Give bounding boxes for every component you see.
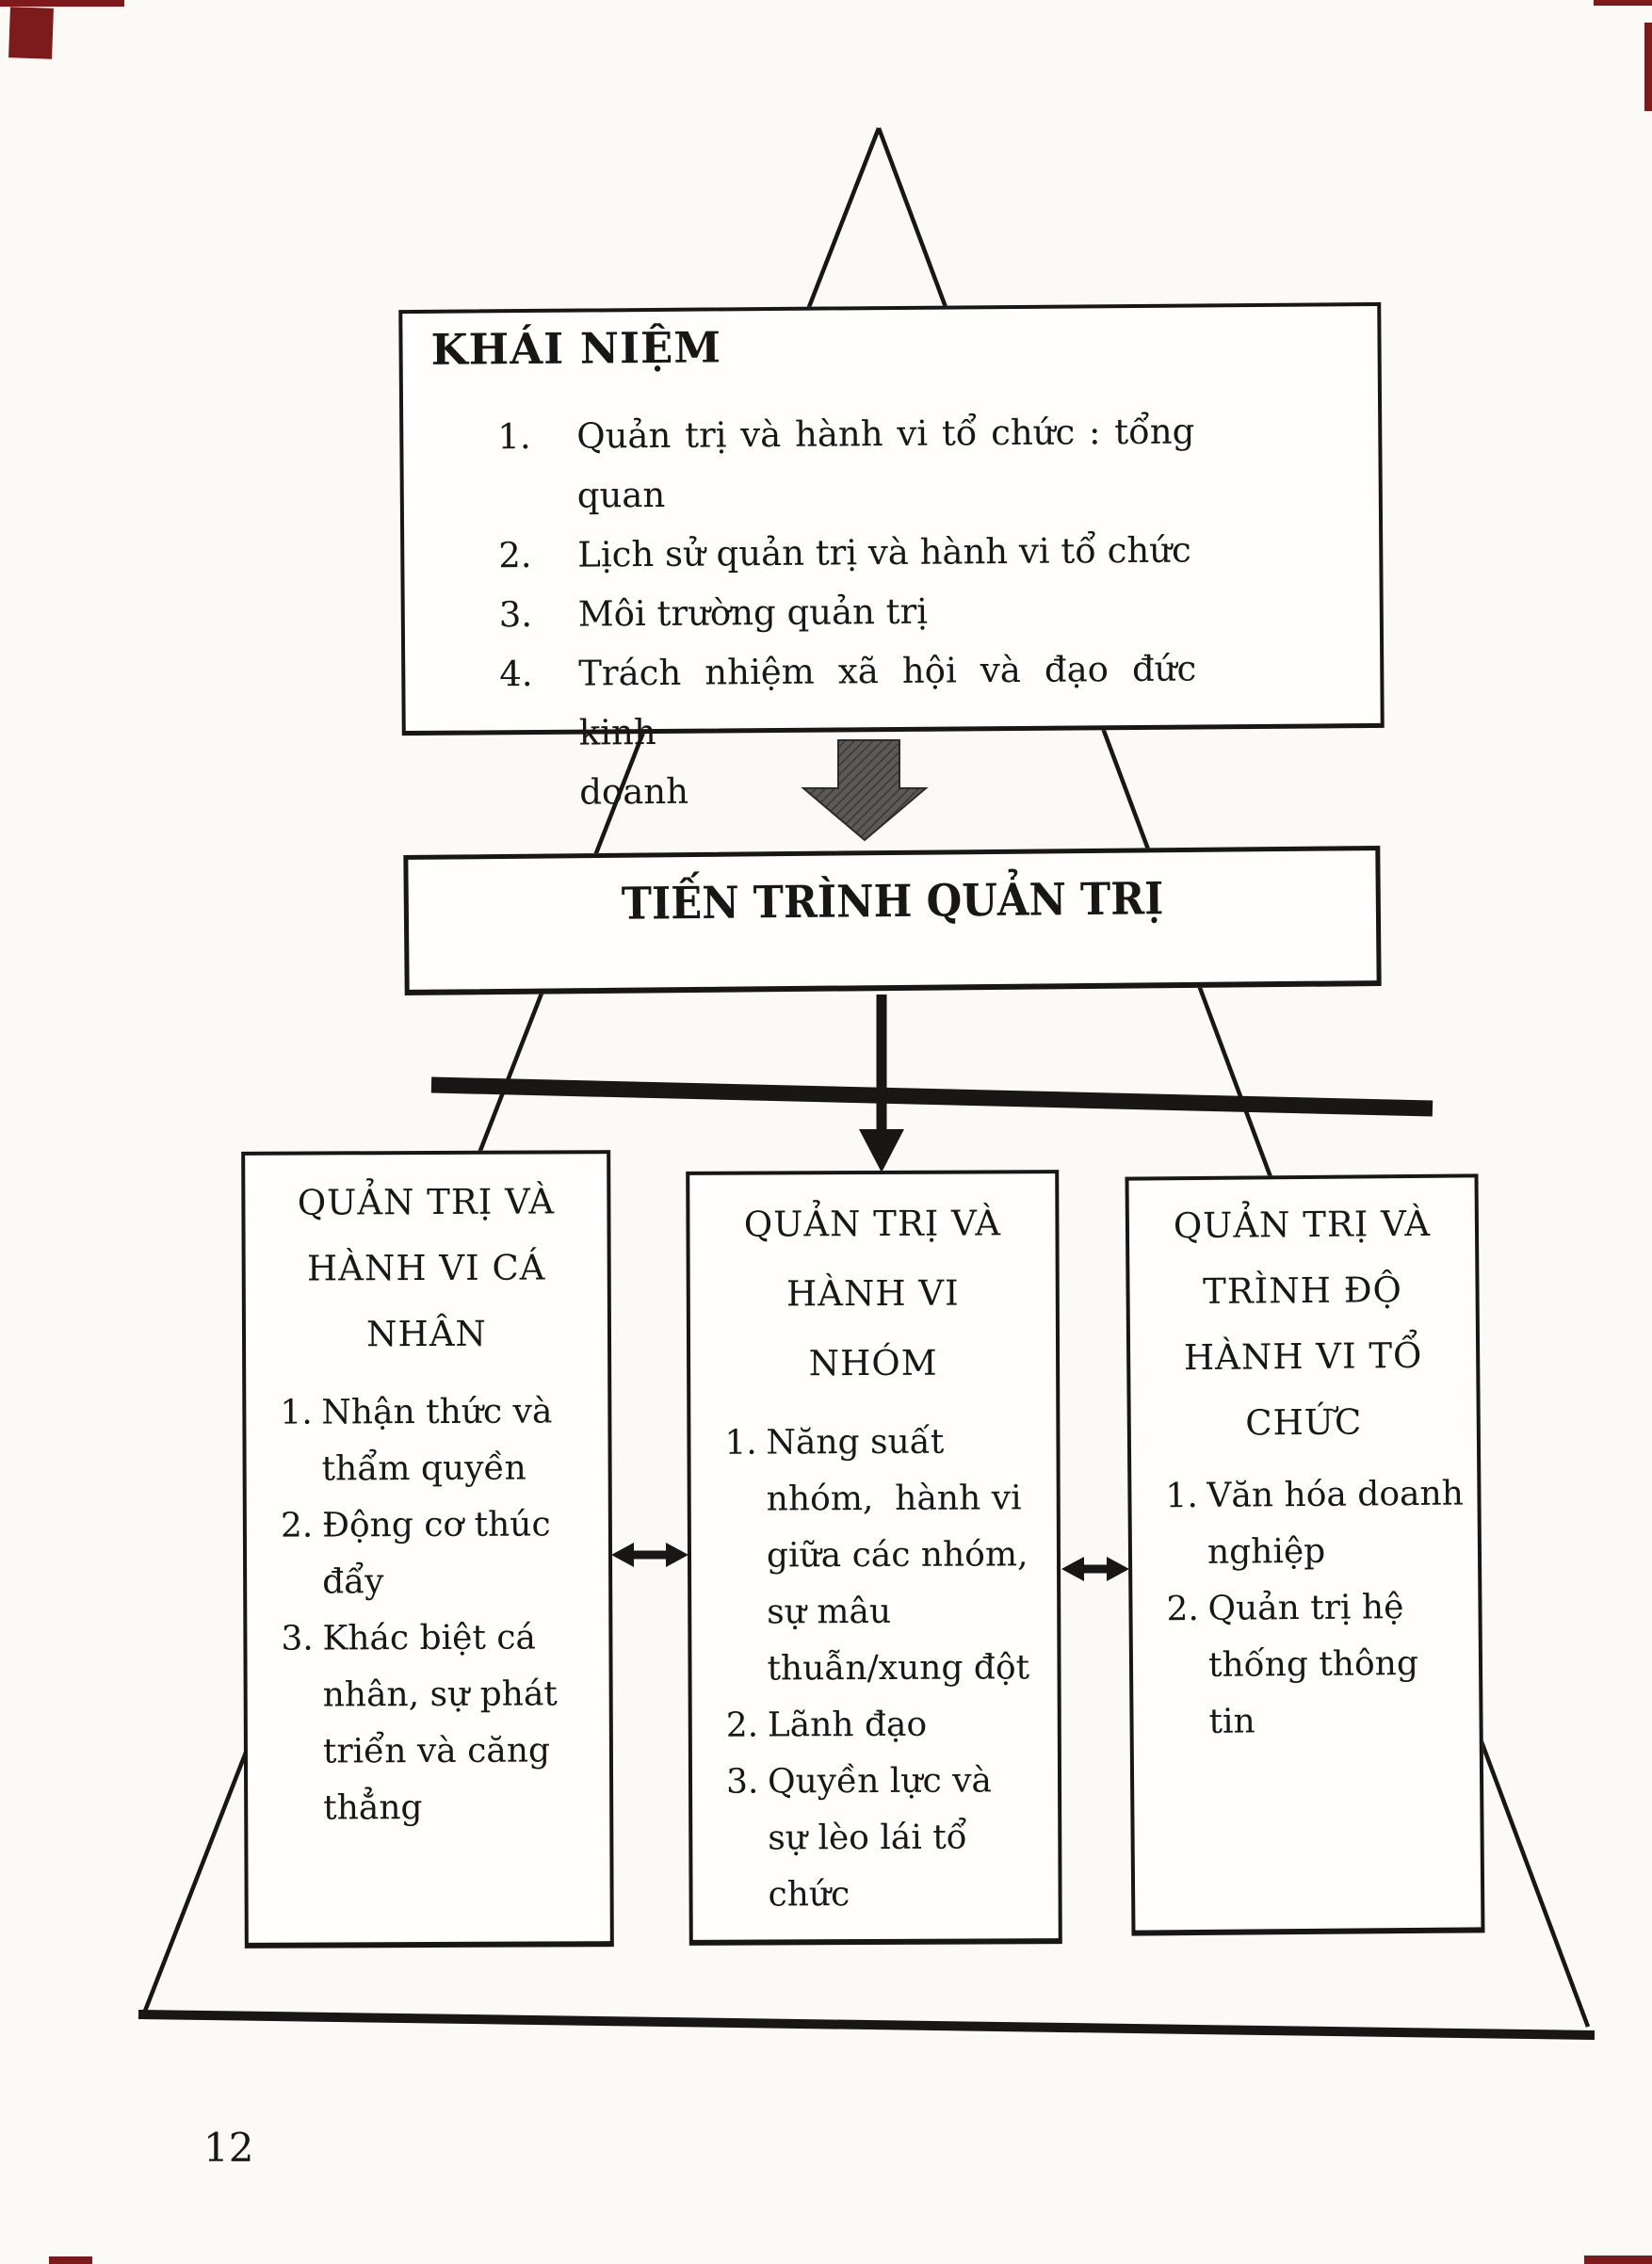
list-item-text: Quản trị hệ bbox=[1207, 1588, 1404, 1628]
list-item: 3. Môi trường quản trị bbox=[499, 579, 1215, 644]
list-item-text: chức bbox=[768, 1875, 850, 1915]
list-item-text: Môi trường quản trị bbox=[577, 590, 929, 635]
list-item: 1. Văn hóa doanh bbox=[1165, 1465, 1470, 1525]
list-item-text: doanh bbox=[579, 770, 689, 813]
list-item-text: Nhận thức và bbox=[321, 1392, 553, 1432]
list-item-text: triển và căng bbox=[322, 1731, 551, 1771]
scan-mark bbox=[1644, 23, 1652, 111]
list-item-text: Lịch sử quản trị và hành vi tổ chức bbox=[577, 529, 1191, 575]
list-item-text: Quản trị và hành vi tổ chức : tổng quan bbox=[576, 411, 1207, 516]
list-item-text: giữa các nhóm, bbox=[766, 1535, 1028, 1576]
double-arrow-right-icon bbox=[1061, 1557, 1129, 1581]
individual-behavior-box: QUẢN TRỊ VÀ HÀNH VI CÁ NHÂN 1. Nhận thức… bbox=[241, 1150, 614, 1949]
title-line: QUẢN TRỊ VÀ bbox=[743, 1203, 1002, 1245]
organization-box-list: 1. Văn hóa doanh nghiệp 2. Quản trị hệ t… bbox=[1131, 1465, 1480, 1751]
list-item: 4. Trách nhiệm xã hội và đạo đức kinh do… bbox=[499, 639, 1216, 822]
list-item: 1. Quản trị và hành vi tổ chức : tổng qu… bbox=[497, 401, 1214, 526]
list-item-text: Trách nhiệm xã hội và đạo đức kinh bbox=[578, 648, 1208, 753]
list-item-number: 2. bbox=[725, 1706, 759, 1745]
group-box-list: 1. Năng suất nhóm, hành vi giữa các nhóm… bbox=[690, 1414, 1058, 1924]
down-block-arrow-icon bbox=[801, 739, 929, 842]
title-line: NHÓM bbox=[808, 1342, 938, 1384]
list-item-text: tin bbox=[1208, 1702, 1255, 1741]
organization-box-title: QUẢN TRỊ VÀ TRÌNH ĐỘ HÀNH VI TỔ CHỨC bbox=[1129, 1190, 1477, 1457]
concept-list: 1. Quản trị và hành vi tổ chức : tổng qu… bbox=[497, 401, 1216, 822]
list-item-number: 1. bbox=[724, 1423, 757, 1463]
process-box: TIẾN TRÌNH QUẢN TRỊ bbox=[403, 846, 1382, 995]
group-behavior-box: QUẢN TRỊ VÀ HÀNH VI NHÓM 1. Năng suất nh… bbox=[686, 1170, 1062, 1946]
list-item: 1. Năng suất bbox=[724, 1414, 1048, 1472]
list-item-text: thống thông bbox=[1207, 1643, 1419, 1685]
title-line: QUẢN TRỊ VÀ bbox=[297, 1181, 556, 1223]
list-item-number: 3. bbox=[725, 1762, 759, 1802]
list-item: 1. Nhận thức và bbox=[280, 1383, 600, 1441]
list-item-text: thẳng bbox=[323, 1788, 423, 1828]
list-item-text: Lãnh đạo bbox=[767, 1705, 928, 1745]
list-item-text: Văn hóa doanh bbox=[1207, 1474, 1465, 1515]
list-item-number: 2. bbox=[498, 535, 532, 576]
list-item-text: Năng suất bbox=[766, 1422, 945, 1463]
list-item-number: 4. bbox=[499, 653, 533, 695]
list-item: 2. Quản trị hệ bbox=[1166, 1578, 1471, 1638]
pyramid-base-line bbox=[138, 2010, 1595, 2040]
list-item-text: đẩy bbox=[322, 1562, 384, 1602]
list-item-number: 2. bbox=[1166, 1589, 1200, 1629]
down-arrow-icon bbox=[859, 995, 904, 1172]
concept-box-title: KHÁI NIỆM bbox=[430, 322, 722, 375]
list-item-number: 1. bbox=[1165, 1476, 1198, 1516]
list-item-number: 3. bbox=[281, 1619, 314, 1658]
individual-box-list: 1. Nhận thức và thẩm quyền 2. Động cơ th… bbox=[246, 1383, 609, 1837]
title-line: HÀNH VI bbox=[786, 1272, 960, 1315]
group-box-title: QUẢN TRỊ VÀ HÀNH VI NHÓM bbox=[689, 1189, 1056, 1399]
process-box-title: TIẾN TRÌNH QUẢN TRỊ bbox=[621, 873, 1164, 930]
list-item-number: 1. bbox=[280, 1393, 313, 1432]
list-item: 2. Lãnh đạo bbox=[726, 1696, 1050, 1755]
list-item-text: nghiệp bbox=[1207, 1531, 1326, 1572]
scan-mark bbox=[1584, 2256, 1652, 2264]
title-line: TRÌNH ĐỘ bbox=[1202, 1269, 1403, 1312]
individual-box-title: QUẢN TRỊ VÀ HÀNH VI CÁ NHÂN bbox=[245, 1169, 607, 1368]
list-item-text: sự lèo lái tổ bbox=[768, 1818, 967, 1858]
list-item-number: 3. bbox=[498, 593, 533, 636]
title-line: NHÂN bbox=[366, 1313, 487, 1355]
list-item: 3. Quyền lực và bbox=[726, 1753, 1050, 1811]
list-item-text: nhân, sự phát bbox=[322, 1674, 558, 1715]
list-item-text: nhóm, hành vi bbox=[766, 1479, 1022, 1519]
list-item: 2. Động cơ thúc bbox=[281, 1496, 601, 1554]
title-line: CHỨC bbox=[1245, 1401, 1363, 1444]
list-item-number: 2. bbox=[280, 1506, 314, 1545]
concept-box: KHÁI NIỆM 1. Quản trị và hành vi tổ chức… bbox=[398, 301, 1385, 813]
scan-mark bbox=[8, 7, 54, 59]
scan-mark bbox=[1594, 0, 1652, 6]
list-item-text: thẩm quyền bbox=[321, 1448, 526, 1489]
scan-mark bbox=[49, 2256, 92, 2264]
list-item: 2. Lịch sử quản trị và hành vi tổ chức bbox=[498, 520, 1214, 585]
list-item-number: 1. bbox=[497, 416, 531, 458]
organization-behavior-box: QUẢN TRỊ VÀ TRÌNH ĐỘ HÀNH VI TỔ CHỨC 1. … bbox=[1125, 1173, 1485, 1936]
list-item-text: Động cơ thúc bbox=[321, 1505, 551, 1545]
list-item-text: Khác biệt cá bbox=[322, 1618, 537, 1658]
double-arrow-left-icon bbox=[611, 1543, 688, 1567]
list-item: 3. Khác biệt cá bbox=[281, 1609, 601, 1667]
page-number: 12 bbox=[203, 2125, 254, 2171]
scan-mark bbox=[0, 0, 124, 7]
title-line: HÀNH VI CÁ bbox=[306, 1247, 546, 1289]
title-line: HÀNH VI TỔ bbox=[1183, 1334, 1423, 1379]
list-item-text: thuẫn/xung đột bbox=[767, 1648, 1030, 1689]
divider-bar bbox=[430, 1076, 1433, 1117]
list-item-text: Quyền lực và bbox=[767, 1761, 993, 1802]
title-line: QUẢN TRỊ VÀ bbox=[1173, 1203, 1432, 1247]
list-item-text: sự mâu bbox=[767, 1592, 892, 1632]
